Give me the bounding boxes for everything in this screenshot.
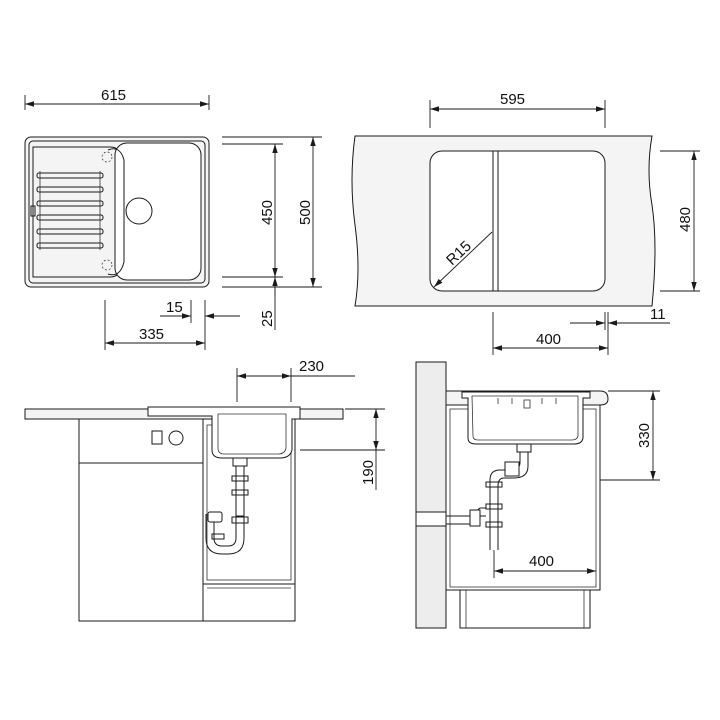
sink-top-view — [24, 136, 210, 288]
control-knob — [168, 430, 184, 446]
dim-400-top: 400 — [492, 312, 609, 355]
dim-label-25: 25 — [259, 310, 276, 327]
dim-335: 335 — [104, 300, 206, 350]
drain-hole — [125, 197, 153, 225]
side-plinth — [459, 589, 591, 629]
wall-outlet — [415, 511, 447, 527]
sink-section — [147, 406, 301, 459]
waste-trap — [205, 457, 249, 555]
sink-rim — [28, 140, 206, 284]
dim-label-330: 330 — [636, 423, 653, 448]
dim-480: 480 — [660, 150, 700, 292]
drainer-ribs — [36, 171, 104, 250]
appliance-panel — [78, 418, 204, 464]
cutout-outline — [429, 150, 606, 292]
side-waste-trap — [446, 443, 532, 550]
dim-label-400-top: 400 — [536, 331, 561, 348]
dim-label-450: 450 — [259, 200, 276, 225]
dim-label-480: 480 — [677, 207, 694, 232]
dim-615: 615 — [24, 87, 210, 110]
dim-400-bottom: 400 — [493, 550, 596, 578]
dim-25: 25 — [259, 277, 278, 330]
dim-label-230: 230 — [299, 358, 324, 375]
wall — [415, 361, 447, 629]
tap-hole-top — [101, 151, 113, 163]
dim-230: 230 — [236, 358, 355, 402]
overflow-slot — [30, 205, 36, 217]
tap-hole-bottom — [101, 259, 113, 271]
dim-330: 330 — [600, 390, 660, 481]
bowl-clips — [497, 398, 557, 409]
cabinet-side-view — [415, 361, 609, 629]
dim-450: 450 — [222, 143, 283, 278]
dim-label-15: 15 — [166, 299, 183, 316]
bowl-edge — [107, 148, 125, 276]
sink-bowl — [114, 142, 202, 281]
dim-500: 500 — [222, 136, 322, 288]
dim-label-11: 11 — [650, 306, 666, 323]
dim-label-190: 190 — [360, 460, 377, 485]
dim-label-335: 335 — [139, 326, 164, 343]
dim-label-400-bottom: 400 — [529, 553, 554, 570]
cabinet-plinth — [202, 583, 296, 622]
worktop-cutout-view: R15 — [351, 135, 656, 307]
dim-label-500: 500 — [297, 200, 314, 225]
control-switch — [151, 430, 163, 445]
dim-595: 595 — [429, 91, 606, 128]
dim-15: 15 — [160, 299, 240, 323]
side-sink-bowl — [461, 391, 591, 445]
radius-leader — [433, 231, 493, 288]
cabinet-front-view — [24, 406, 344, 622]
dim-label-615: 615 — [101, 87, 126, 104]
dim-11: 11 — [570, 306, 670, 330]
appliance-door — [78, 462, 204, 622]
dim-190: 190 — [300, 408, 385, 490]
dim-label-595: 595 — [500, 91, 525, 108]
